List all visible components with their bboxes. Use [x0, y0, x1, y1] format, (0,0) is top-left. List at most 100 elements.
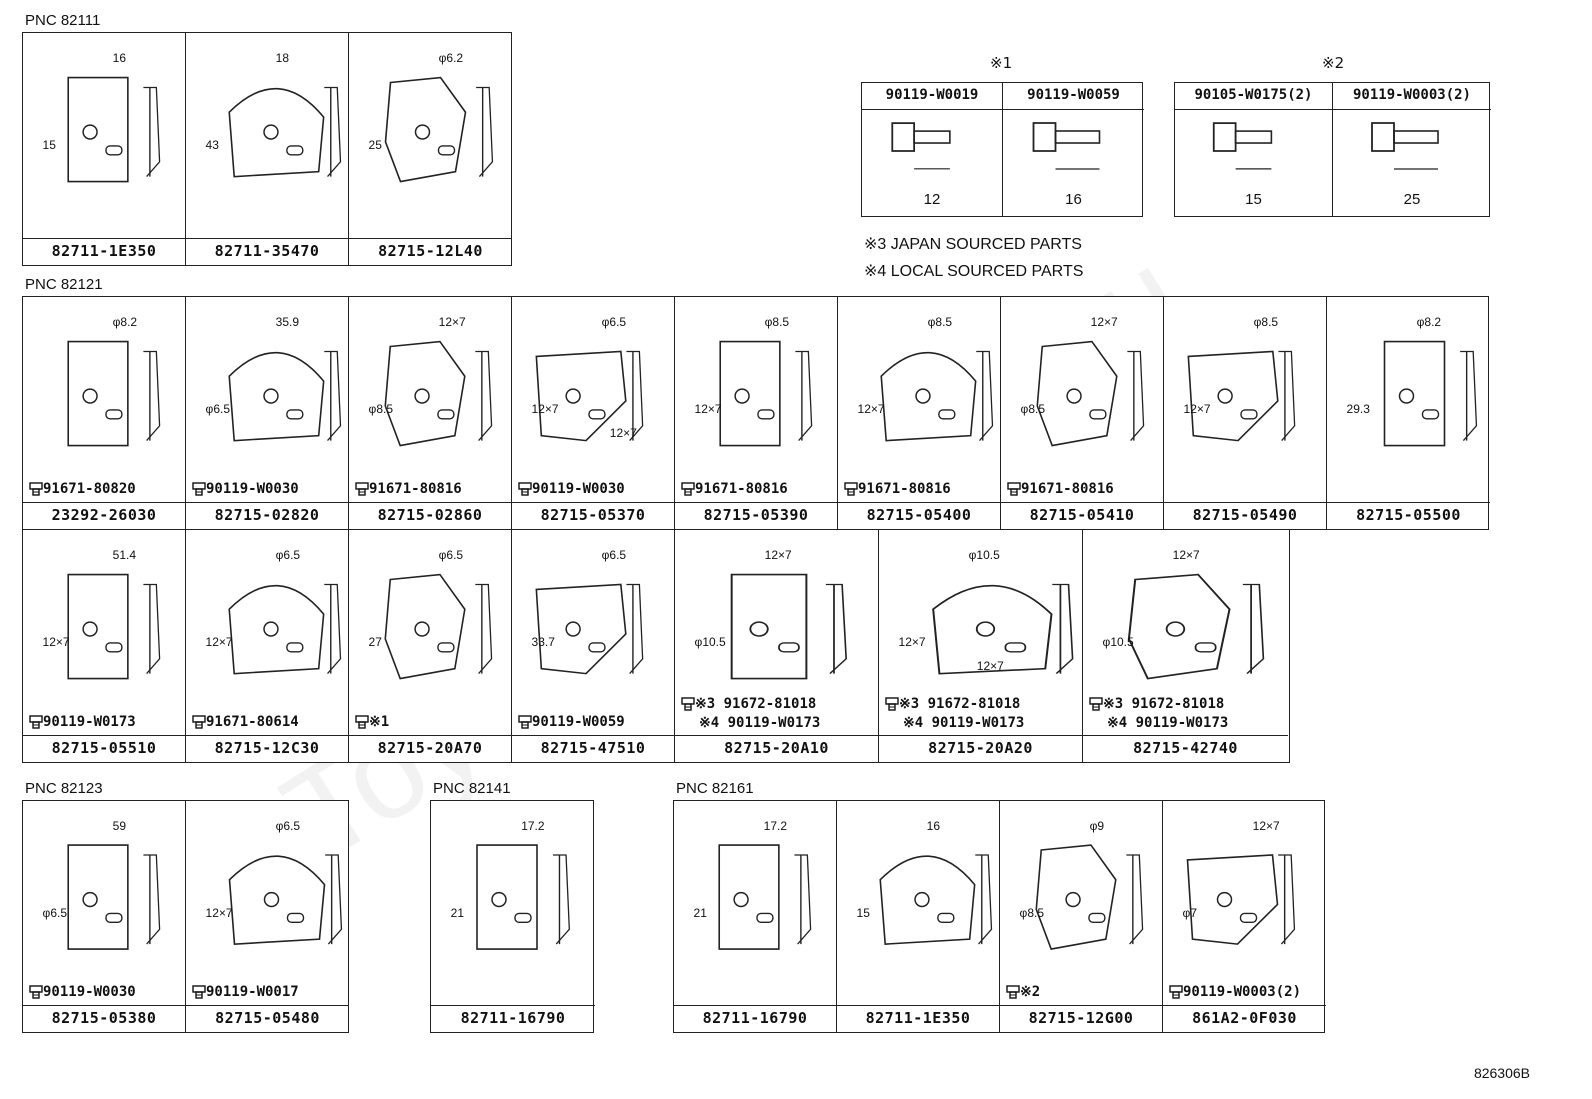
part-number[interactable]: 82715-02820	[186, 502, 348, 529]
part-number[interactable]: 82715-42740	[1083, 735, 1288, 762]
part-number[interactable]: 82715-05400	[838, 502, 1000, 529]
fastener-pn: 90119-W0003(2)	[1183, 984, 1302, 1000]
part-number[interactable]: 82715-05370	[512, 502, 674, 529]
fastener-pn: 90119-W0030	[206, 481, 299, 497]
note-local: ※4 LOCAL SOURCED PARTS	[864, 263, 1084, 280]
part-drawing	[1001, 297, 1163, 503]
bolt-part-number[interactable]: 90119-W0003(2)	[1333, 83, 1491, 110]
fastener-label-alt: ※4 90119-W0173	[1107, 715, 1228, 731]
part-drawing	[349, 297, 511, 503]
part-number[interactable]: 82715-05390	[675, 502, 837, 529]
fastener-pn: 90119-W0017	[206, 984, 299, 1000]
part-number[interactable]: 82715-47510	[512, 735, 674, 762]
dimension-label: φ6.5	[438, 548, 464, 562]
part-drawing	[1000, 801, 1162, 1006]
part-number[interactable]: 82711-16790	[674, 1005, 836, 1032]
part-number[interactable]: 82715-05490	[1164, 502, 1326, 529]
part-number[interactable]: 82715-20A70	[349, 735, 511, 762]
bolt-length: 16	[1065, 191, 1082, 208]
part-drawing	[675, 530, 878, 736]
part-number[interactable]: 82715-20A10	[675, 735, 878, 762]
dimension-label: 51.4	[112, 548, 136, 562]
part-cell: φ8.2 29.3 82715-05500	[1327, 297, 1490, 529]
part-drawing	[186, 297, 348, 503]
bolt-part-number[interactable]: 90119-W0019	[862, 83, 1002, 110]
part-number[interactable]: 23292-26030	[23, 502, 185, 529]
dimension-label: 12×7	[205, 905, 233, 920]
dimension-label: 17.2	[763, 819, 787, 833]
part-number[interactable]: 82715-20A20	[879, 735, 1082, 762]
dimension-label: φ10.5	[1102, 635, 1134, 650]
part-number[interactable]: 82715-12C30	[186, 735, 348, 762]
part-drawing	[1163, 801, 1326, 1006]
dimension-label: 43	[205, 138, 219, 153]
part-number[interactable]: 82711-16790	[431, 1005, 595, 1032]
part-drawing	[837, 801, 999, 1006]
part-number[interactable]: 82715-12G00	[1000, 1005, 1162, 1032]
fastener-label: ※2	[1006, 984, 1040, 1000]
dimension-label: 12×7	[438, 315, 466, 329]
part-number[interactable]: 861A2-0F030	[1163, 1005, 1326, 1032]
part-number[interactable]: 82715-05500	[1327, 502, 1490, 529]
bolt-part-number[interactable]: 90105-W0175(2)	[1175, 83, 1332, 110]
dimension-label: φ6.2	[438, 51, 464, 65]
fastener-label: 91671-80816	[681, 481, 788, 497]
part-number[interactable]: 82715-05380	[23, 1005, 185, 1032]
dimension-label: 25	[368, 138, 382, 153]
fastener-pn: 91671-80816	[369, 481, 462, 497]
dimension-label: φ6.5	[205, 402, 231, 417]
part-number[interactable]: 82711-35470	[186, 238, 348, 265]
part-number[interactable]: 82711-1E350	[23, 238, 185, 265]
part-drawing	[349, 530, 511, 736]
part-number[interactable]: 82715-05480	[186, 1005, 349, 1032]
fastener-pn: 91671-80816	[695, 481, 788, 497]
dimension-label: φ6.5	[601, 548, 627, 562]
dimension-label: 12×7	[1172, 548, 1200, 562]
part-drawing	[431, 801, 595, 1006]
part-number[interactable]: 82715-05410	[1001, 502, 1163, 529]
fastener-label: 91671-80816	[355, 481, 462, 497]
fastener-label: 91671-80816	[844, 481, 951, 497]
bolt-part-number[interactable]: 90119-W0059	[1003, 83, 1144, 110]
part-drawing	[23, 801, 185, 1006]
dimension-label: 12×7	[694, 402, 722, 417]
part-number[interactable]: 82715-05510	[23, 735, 185, 762]
dimension-label: φ8.2	[1416, 315, 1442, 329]
part-number[interactable]: 82715-12L40	[349, 238, 512, 265]
pnc-label: PNC 82123	[25, 780, 103, 797]
bolt-icon	[1032, 122, 1101, 170]
dimension-label: 12×7	[1252, 819, 1280, 833]
part-drawing	[23, 33, 185, 239]
part-drawing	[23, 297, 185, 503]
part-number[interactable]: 82715-02860	[349, 502, 511, 529]
dimension-label: 29.3	[1346, 402, 1370, 417]
part-number[interactable]: 82711-1E350	[837, 1005, 999, 1032]
dimension-label: 15	[856, 905, 870, 920]
dimension-label: 12×7	[205, 635, 233, 650]
fastener-pn: 91671-80816	[1021, 481, 1114, 497]
fastener-label: 90119-W0059	[518, 714, 625, 730]
dimension-label: 12×7	[609, 425, 637, 440]
fastener-pn: 90119-W0059	[532, 714, 625, 730]
part-drawing	[1164, 297, 1326, 503]
dimension-label: φ6.5	[42, 905, 68, 920]
bolt-length: 15	[1245, 191, 1262, 208]
